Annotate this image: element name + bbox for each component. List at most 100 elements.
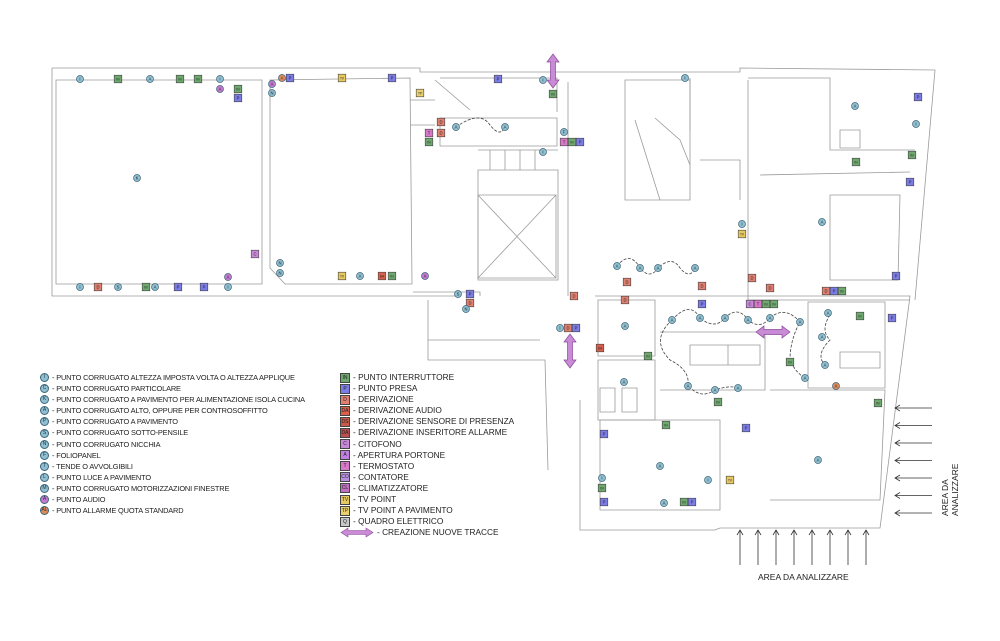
plan-box-marker: IN [643,351,653,361]
svg-text:TV: TV [728,479,733,483]
wall-line [624,79,691,201]
svg-text:I: I [227,285,228,290]
legend-item: CO- CONTATORE [340,472,514,483]
plan-box-marker: P [199,282,209,292]
legend-label: - TENDE O AVVOLGIBILI [52,461,133,471]
plan-box-marker: T [559,137,569,147]
plan-point-marker: A [151,283,159,291]
svg-text:TV: TV [340,77,345,81]
double-arrow-icon [546,53,560,89]
svg-text:P: P [917,95,920,100]
svg-text:IN: IN [116,78,120,82]
arrow-up-icon [826,529,834,565]
arrow-up-icon [844,529,852,565]
svg-text:P: P [203,285,206,290]
plan-point-marker: A [851,102,859,110]
plan-point-marker: A [818,218,826,226]
svg-text:IN: IN [840,290,844,294]
plan-box-marker: IN [567,137,577,147]
arrow-up-icon [790,529,798,565]
svg-text:I: I [684,76,685,81]
legend-label: - TERMOSTATO [353,460,415,471]
svg-text:D: D [768,286,771,291]
plan-point-marker: A [691,264,699,272]
arrow-up-icon [736,529,744,565]
legend-item: F- FOLIOPANEL [40,450,305,461]
svg-text:A: A [724,316,727,321]
cable-trace [671,309,806,379]
arrow-up-icon [772,529,780,565]
plan-box-marker: IN [837,286,847,296]
wall-line [748,77,915,151]
plan-point-marker: K [133,174,141,182]
svg-text:A: A [835,384,838,389]
svg-text:D: D [468,301,471,306]
cable-trace [455,117,506,133]
plan-box-marker: P [571,323,581,333]
plan-point-marker: A [660,499,668,507]
svg-text:I: I [219,77,220,82]
wall-line [634,117,691,201]
wall-line [410,79,471,126]
wall-line [747,80,910,301]
legend-symbol-icon: C [340,439,350,450]
wall-line [599,387,638,413]
svg-text:IN: IN [854,161,858,165]
svg-text:A: A [657,266,660,271]
legend-label: - PUNTO CORRUGATO A PAVIMENTO PER ALIMEN… [52,395,305,405]
legend-symbol-icon: A [40,406,49,416]
svg-text:P: P [237,96,240,101]
svg-text:P: P [895,274,898,279]
svg-text:TV: TV [340,275,345,279]
plan-point-marker: A [224,273,232,281]
wall-line [759,171,911,281]
arrow-left-icon [894,509,932,517]
wall-line [597,299,656,357]
svg-text:P: P [891,316,894,321]
plan-box-marker: P [173,282,183,292]
plan-box-marker: TV [337,271,347,281]
legend-label: - PUNTO AUDIO [52,495,106,505]
svg-text:T: T [757,302,760,307]
legend-symbol-icon: DA [340,405,350,416]
plan-point-marker: I [76,283,84,291]
plan-box-marker: D [697,281,707,291]
svg-text:D: D [625,280,628,285]
svg-text:TP: TP [418,92,422,96]
plan-point-marker: A [656,462,664,470]
svg-text:A: A [623,380,626,385]
plan-point-marker: A [620,378,628,386]
svg-text:A: A [455,125,458,130]
legend-label: - TV POINT [353,494,397,505]
legend-symbol-icon: L [40,472,49,482]
plan-box-marker: IN [175,74,185,84]
legend-label: - PUNTO LUCE A PAVIMENTO [52,472,151,482]
plan-point-marker: A [421,272,429,280]
plan-box-marker: P [687,497,697,507]
cable-trace [660,319,739,395]
svg-text:A: A [769,316,772,321]
wall-line [269,77,413,285]
svg-text:A: A [821,220,824,225]
plan-box-marker: D [765,283,775,293]
plan-box-marker: IN [713,397,723,407]
svg-text:P: P [289,76,292,81]
plan-box-marker: T [424,128,434,138]
plan-point-marker: A [821,361,829,369]
plan-point-marker: A [734,384,742,392]
plan-point-marker: A [621,322,629,330]
wall-line [55,79,263,285]
legend-arrow-label: - CREAZIONE NUOVE TRACCE [377,527,499,537]
svg-text:IN: IN [716,401,720,405]
svg-text:A: A [821,335,824,340]
svg-text:I: I [79,77,80,82]
plan-box-marker: IN [141,282,151,292]
plan-box-marker: IN [548,89,558,99]
svg-text:A: A [694,266,697,271]
plan-box-marker: P [599,497,609,507]
plan-box-marker: P [575,137,585,147]
svg-text:IN: IN [646,355,650,359]
plan-point-marker: A [668,316,676,324]
plan-point-marker: I [598,474,606,482]
legend-item: Q- QUADRO ELETTRICO [340,516,514,527]
